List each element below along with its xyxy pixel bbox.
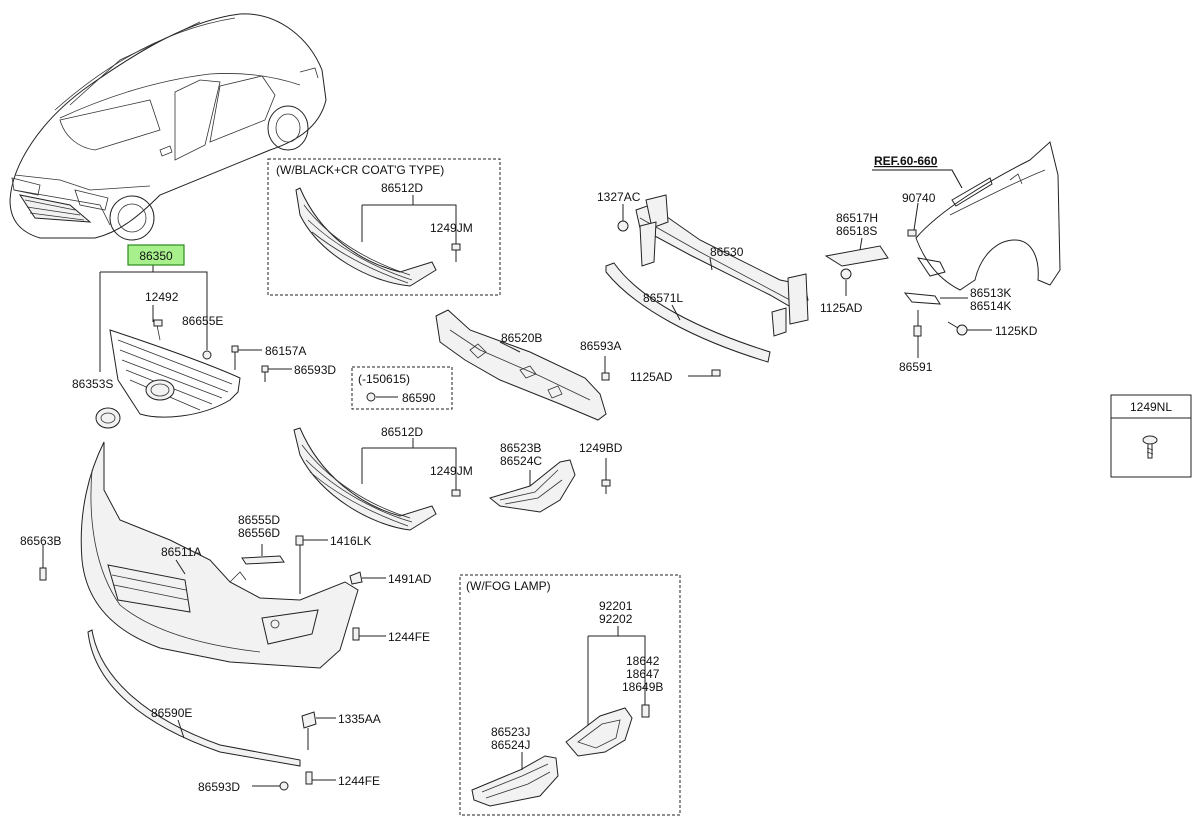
screw-1244FE-top (352, 627, 386, 641)
label-86563B[interactable]: 86563B (20, 534, 61, 548)
fastener-86157A (231, 345, 262, 370)
highlighted-part-86350[interactable]: 86350 (127, 244, 185, 266)
clip-1335AA (301, 711, 336, 750)
inset-1249NL: 1249NL (1110, 394, 1192, 478)
screw-1244FE-bot (305, 771, 336, 785)
label-92201[interactable]: 92201 (599, 599, 633, 613)
black-cr-coat-label: (W/BLACK+CR COAT'G TYPE) (276, 163, 444, 177)
label-86591[interactable]: 86591 (899, 360, 933, 374)
grille-assembly (95, 263, 241, 429)
date-code-label: (-150615) (358, 372, 410, 386)
label-18649B[interactable]: 18649B (622, 680, 663, 694)
label-1327AC[interactable]: 1327AC (597, 190, 641, 204)
label-86593A[interactable]: 86593A (580, 339, 621, 353)
label-86523B[interactable]: 86523B (500, 441, 541, 455)
clip-1416LK (295, 535, 328, 594)
grille-86512D-mid (293, 427, 461, 531)
label-86655E[interactable]: 86655E (182, 314, 223, 328)
absorber-86520B (435, 309, 607, 421)
label-86157A[interactable]: 86157A (265, 344, 306, 358)
label-86513K[interactable]: 86513K (970, 286, 1011, 300)
label-1335AA[interactable]: 1335AA (338, 712, 381, 726)
screw-90740 (907, 202, 919, 237)
label-1244FE-bot[interactable]: 1244FE (338, 774, 380, 788)
label-86556D[interactable]: 86556D (238, 526, 280, 540)
clip-86563B (39, 545, 47, 581)
label-92202[interactable]: 92202 (599, 612, 633, 626)
label-1125AD-fender[interactable]: 1125AD (820, 301, 863, 315)
label-1249BD[interactable]: 1249BD (579, 441, 623, 455)
label-86593D-bot[interactable]: 86593D (198, 780, 240, 794)
label-18642[interactable]: 18642 (626, 654, 660, 668)
black-cr-coat-box: (W/BLACK+CR COAT'G TYPE) (267, 158, 501, 296)
label-86518S[interactable]: 86518S (836, 224, 877, 238)
label-86514K[interactable]: 86514K (970, 299, 1011, 313)
label-86511A[interactable]: 86511A (161, 545, 201, 559)
label-86512D-top[interactable]: 86512D (381, 181, 423, 195)
label-86524J[interactable]: 86524J (491, 738, 530, 752)
screw-1249BD (601, 458, 611, 494)
label-86524C[interactable]: 86524C (500, 454, 542, 468)
label-1244FE-top[interactable]: 1244FE (388, 630, 430, 644)
nut-1125AD-fender (840, 268, 852, 296)
label-1249JM-mid[interactable]: 1249JM (430, 464, 473, 478)
nut-1327AC (617, 204, 629, 232)
label-86530[interactable]: 86530 (710, 245, 744, 259)
label-86517H[interactable]: 86517H (836, 211, 878, 225)
label-86593D-top[interactable]: 86593D (294, 363, 336, 377)
label-86353S[interactable]: 86353S (72, 377, 113, 391)
bracket-86517H (824, 237, 889, 267)
label-86555D[interactable]: 86555D (238, 513, 280, 527)
car-illustration (9, 13, 327, 241)
label-86520B[interactable]: 86520B (501, 331, 542, 345)
label-18647[interactable]: 18647 (626, 667, 660, 681)
reference-link[interactable]: REF.60-660 (874, 154, 938, 168)
label-1125KD[interactable]: 1125KD (995, 324, 1038, 338)
label-86512D-mid[interactable]: 86512D (381, 425, 423, 439)
clip-86593D-bot (252, 781, 289, 791)
clip-86591 (913, 310, 922, 358)
label-86350[interactable]: 86350 (139, 249, 173, 263)
date-code-box: (-150615) 86590 (351, 366, 453, 410)
bumper-cover-86511A (80, 441, 359, 669)
label-1416LK[interactable]: 1416LK (330, 534, 371, 548)
fender-reference (872, 141, 1061, 305)
cover-86523B (488, 459, 576, 513)
fog-lamp-box: (W/FOG LAMP) (459, 574, 681, 816)
label-86590[interactable]: 86590 (402, 391, 436, 405)
bolt-1125AD-lower (688, 369, 721, 377)
clip-86593A (601, 356, 610, 381)
clip-1491AD (349, 571, 386, 585)
label-12492[interactable]: 12492 (145, 290, 179, 304)
label-86590E[interactable]: 86590E (151, 706, 192, 720)
label-86523J[interactable]: 86523J (491, 725, 530, 739)
label-1249NL[interactable]: 1249NL (1130, 400, 1172, 414)
stiffener-86571L (605, 262, 771, 363)
beam-86530 (635, 194, 809, 337)
label-86571L[interactable]: 86571L (643, 291, 683, 305)
label-90740[interactable]: 90740 (902, 191, 936, 205)
lip-86590E (87, 629, 301, 767)
bolt-1125KD (947, 321, 992, 336)
label-1125AD-lower[interactable]: 1125AD (630, 370, 673, 384)
fastener-86593D-top (261, 365, 292, 382)
label-1249JM-top[interactable]: 1249JM (430, 221, 473, 235)
molding-86555D (241, 544, 285, 565)
label-1491AD[interactable]: 1491AD (388, 572, 432, 586)
fog-lamp-label: (W/FOG LAMP) (466, 579, 551, 593)
